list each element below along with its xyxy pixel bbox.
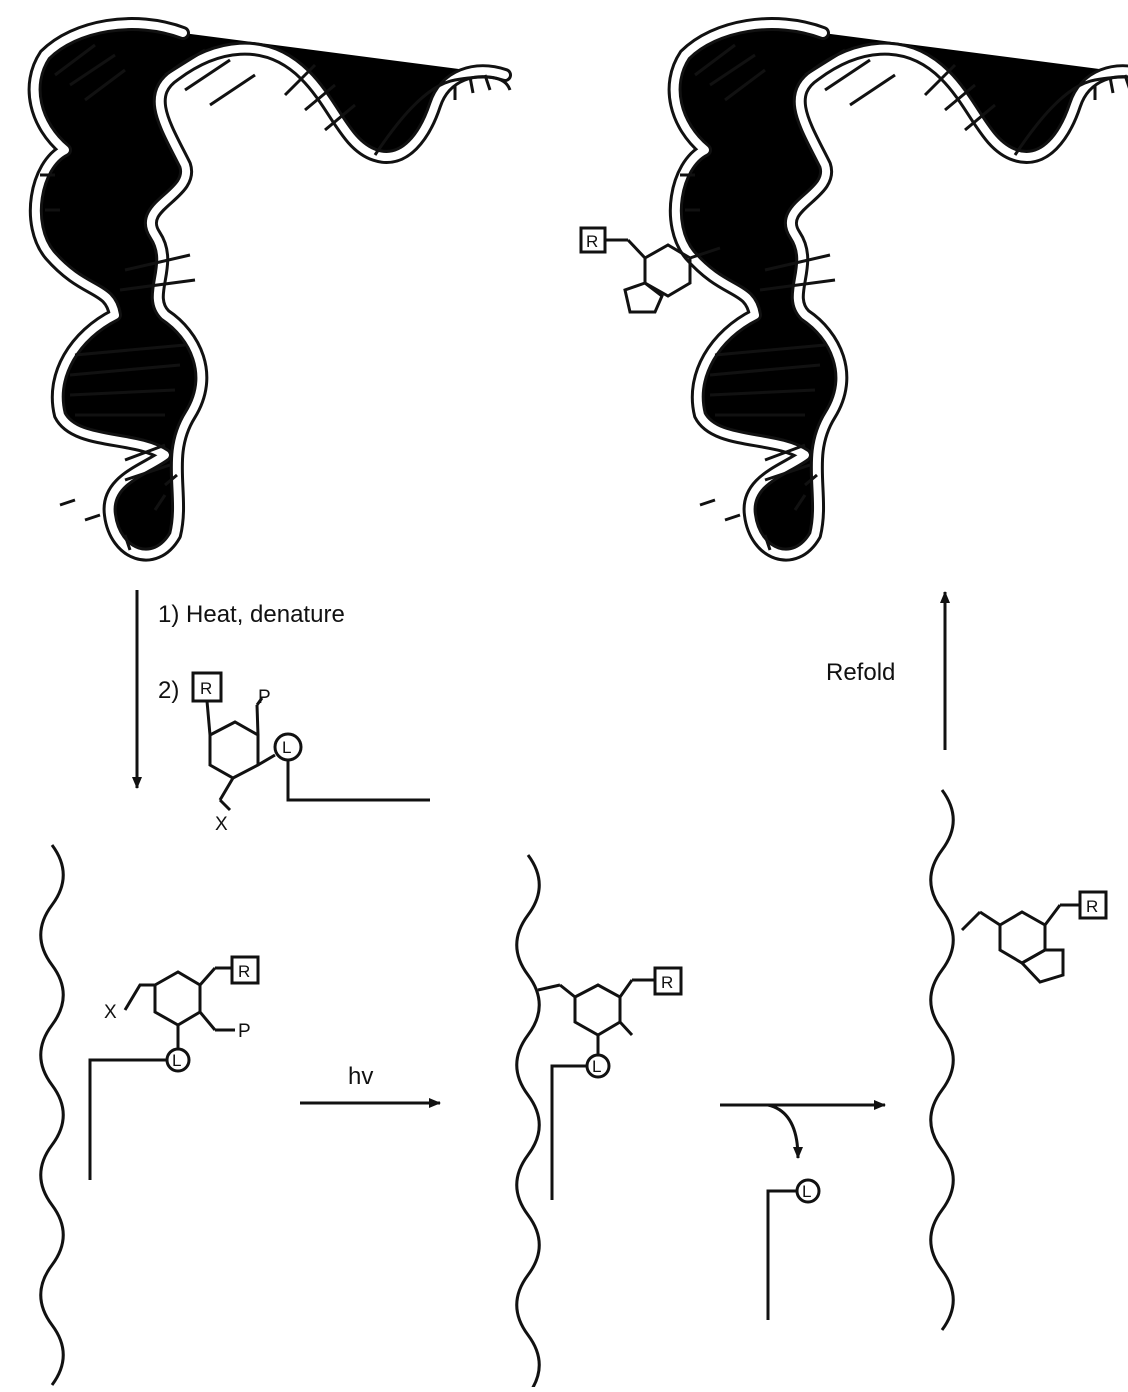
- trna-folded-right: [675, 24, 1128, 555]
- p-label-reagent: P: [258, 687, 271, 708]
- step2-label: 2): [158, 677, 179, 704]
- strand-left: [41, 845, 64, 1385]
- photolysis-label: hv: [348, 1063, 373, 1090]
- r-label-top-right: R: [586, 232, 598, 251]
- product-structure: [962, 892, 1106, 982]
- l-label-left: L: [172, 1051, 181, 1070]
- x-label-reagent: X: [215, 814, 228, 835]
- r-label-right: R: [1086, 897, 1098, 916]
- r-label-middle: R: [661, 973, 673, 992]
- reagent-structure: [193, 673, 430, 810]
- l-label-reagent: L: [282, 738, 291, 757]
- step1-label: 1) Heat, denature: [158, 601, 345, 628]
- p-label-left: P: [238, 1021, 251, 1042]
- strand-middle: [517, 855, 540, 1387]
- released-linker: [768, 1180, 819, 1320]
- elimination-arrow: [720, 1105, 885, 1158]
- l-label-released: L: [802, 1182, 811, 1201]
- r-label-left: R: [238, 962, 250, 981]
- r-label-reagent: R: [200, 679, 212, 698]
- trna-folded-left: [35, 24, 510, 555]
- intermediate-middle-structure: [538, 968, 681, 1200]
- strand-right: [931, 790, 954, 1330]
- x-label-left: X: [104, 1002, 117, 1023]
- refold-label: Refold: [826, 659, 895, 686]
- l-label-middle: L: [592, 1057, 601, 1076]
